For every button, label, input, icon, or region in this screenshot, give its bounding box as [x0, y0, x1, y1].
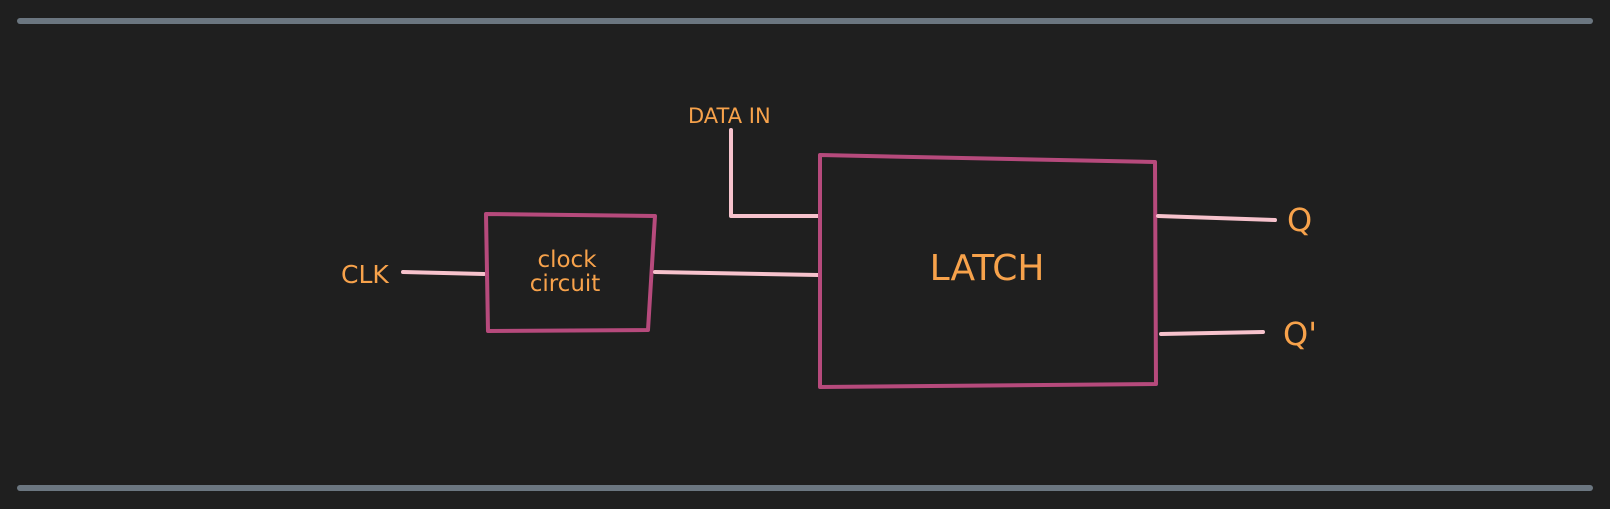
clock-to-latch-wire: [653, 270, 820, 277]
clk-wire: [401, 270, 486, 276]
q-label: Q: [1287, 201, 1312, 239]
latch-label: LATCH: [930, 248, 1045, 289]
data-in-label: DATA IN: [688, 104, 771, 128]
q-prime-wire: [1159, 330, 1265, 336]
clock-circuit-box: [484, 212, 657, 333]
clock-circuit-label-line2: circuit: [530, 271, 601, 297]
data-in-wire: [729, 128, 820, 218]
q-prime-label: Q': [1283, 315, 1317, 353]
latch-box: [818, 153, 1158, 389]
q-wire: [1156, 214, 1277, 222]
clock-circuit-label-line1: clock: [537, 247, 597, 273]
clk-label: CLK: [341, 260, 389, 289]
